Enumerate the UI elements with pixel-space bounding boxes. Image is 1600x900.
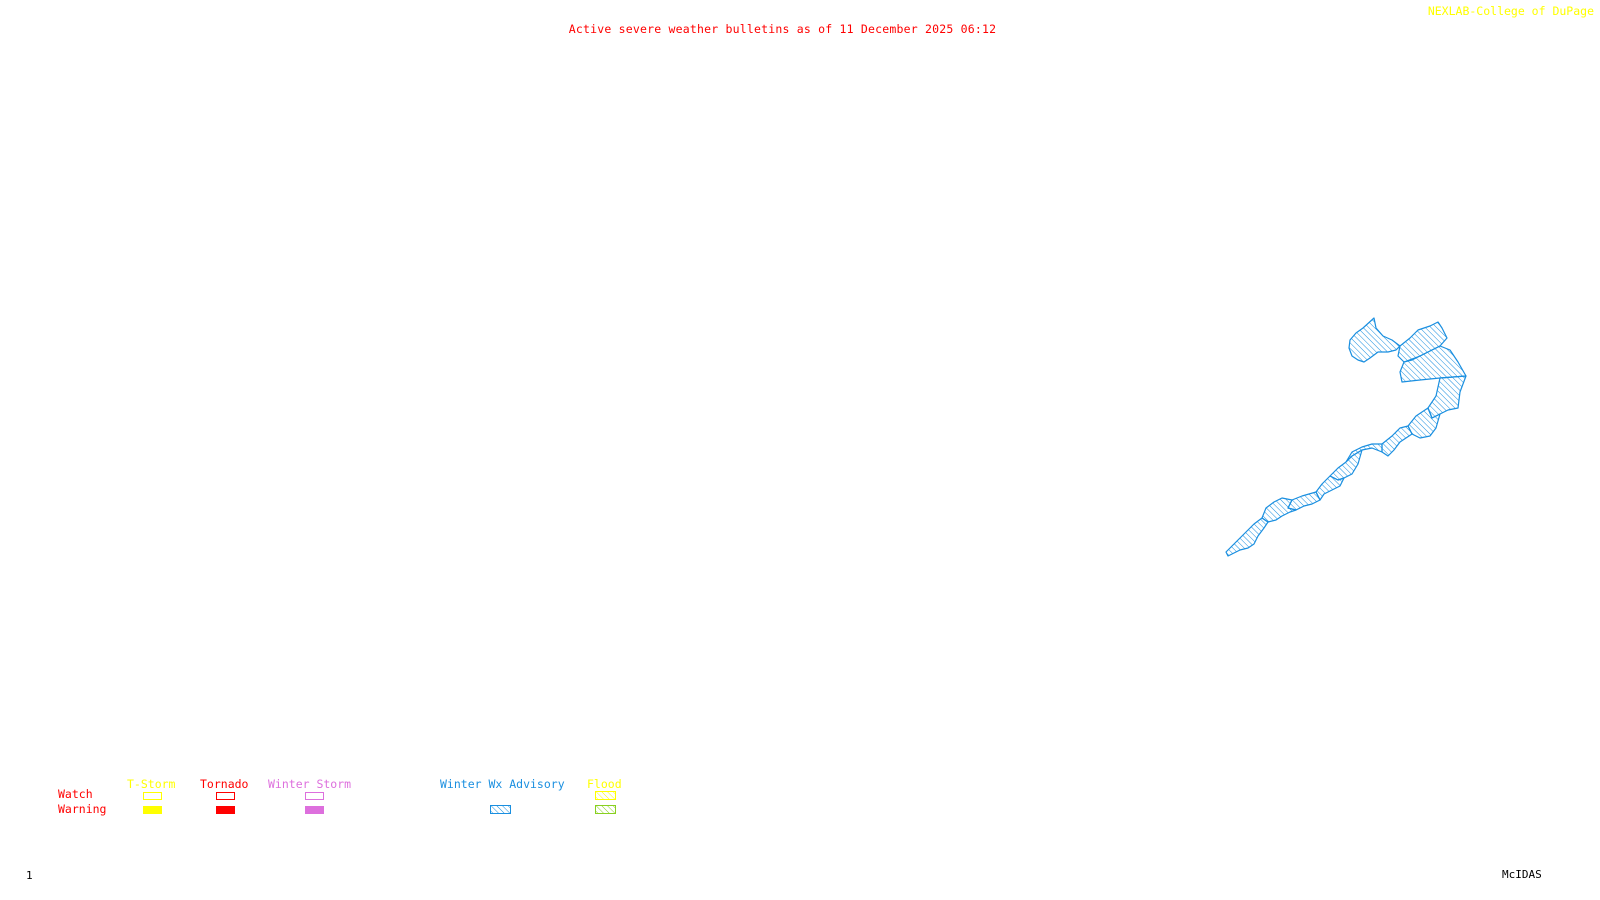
legend-winter-storm-watch-swatch xyxy=(305,792,324,800)
advisory-zone xyxy=(1287,491,1321,511)
legend-tornado-watch-swatch xyxy=(216,792,235,800)
legend-tstorm-watch-swatch xyxy=(143,792,162,800)
legend-col-winter-wx-advisory: Winter Wx Advisory xyxy=(440,777,565,791)
legend-flood-warning-swatch xyxy=(595,805,616,814)
advisory-zone xyxy=(1329,449,1363,481)
advisory-zone xyxy=(1348,317,1401,363)
legend-col-winter-storm: Winter Storm xyxy=(268,777,352,791)
credit-label: NEXLAB-College of DuPage xyxy=(1427,4,1594,18)
legend-col-flood: Flood xyxy=(587,777,622,791)
legend-col-tornado: Tornado xyxy=(200,777,249,791)
advisory-zone xyxy=(1315,475,1345,501)
legend-flood-watch-swatch xyxy=(595,791,616,800)
legend-tornado-warning-swatch xyxy=(216,806,235,814)
advisory-zone xyxy=(1381,425,1413,457)
advisory-zone xyxy=(1261,497,1297,523)
winter-wx-advisory-area xyxy=(1225,317,1467,557)
advisory-zone xyxy=(1225,517,1269,557)
advisory-zone xyxy=(1407,407,1441,439)
advisory-zone xyxy=(1427,375,1467,419)
legend-tstorm-warning-swatch xyxy=(143,806,162,814)
page-title: Active severe weather bulletins as of 11… xyxy=(568,22,997,36)
frame-number: 1 xyxy=(26,869,33,882)
software-label: McIDAS xyxy=(1502,868,1542,881)
legend-row-watch-label: Watch xyxy=(58,787,93,801)
legend-row-warning-label: Warning xyxy=(58,802,107,816)
legend-winter-storm-warning-swatch xyxy=(305,806,324,814)
legend-col-tstorm: T-Storm xyxy=(127,777,176,791)
legend-winter-wx-advisory-swatch xyxy=(490,805,511,814)
